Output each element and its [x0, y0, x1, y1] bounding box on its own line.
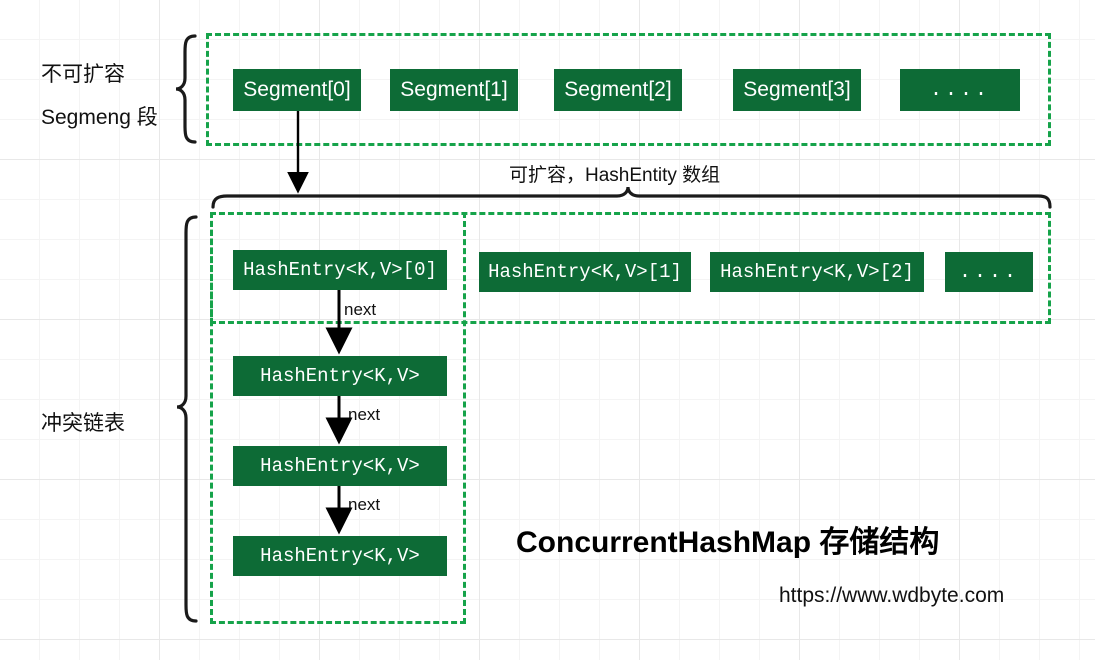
segment-region-dashed-box: [206, 33, 1051, 146]
brace-hashentity-array: [211, 186, 1052, 209]
chain-column-right-dashed-line: [463, 212, 466, 624]
segment-box-2-label: Segment[2]: [564, 78, 672, 101]
label-non-expandable-line1: 不可扩容: [41, 63, 125, 86]
brace-segment-region: [175, 34, 197, 144]
next-label-0: next: [344, 300, 377, 319]
hashentry-array-box-2-label: HashEntry<K,V>[2]: [720, 261, 914, 283]
label-non-expandable-line2: Segmeng 段: [41, 106, 158, 129]
chain-column-bottom-dashed-line: [210, 621, 466, 624]
chain-node-1-label: HashEntry<K,V>: [260, 455, 420, 477]
hashentry-array-box-0-label: HashEntry<K,V>[0]: [243, 259, 437, 281]
chain-node-2-label: HashEntry<K,V>: [260, 545, 420, 567]
segment-box-ellipsis-label: ....: [929, 78, 990, 102]
next-label-1: next: [348, 405, 381, 424]
next-label-2: next: [348, 495, 381, 514]
chain-node-0[interactable]: HashEntry<K,V>: [233, 356, 447, 396]
segment-box-0[interactable]: Segment[0]: [233, 69, 361, 111]
hashentry-array-box-ellipsis[interactable]: ....: [945, 252, 1033, 292]
chain-node-2[interactable]: HashEntry<K,V>: [233, 536, 447, 576]
hashentry-array-box-ellipsis-label: ....: [958, 260, 1019, 284]
segment-box-3-label: Segment[3]: [743, 78, 851, 101]
chain-node-1[interactable]: HashEntry<K,V>: [233, 446, 447, 486]
chain-node-0-label: HashEntry<K,V>: [260, 365, 420, 387]
segment-box-3[interactable]: Segment[3]: [733, 69, 861, 111]
page-title: ConcurrentHashMap 存储结构: [516, 526, 940, 559]
hashentry-array-box-1-label: HashEntry<K,V>[1]: [488, 261, 682, 283]
hashentry-array-box-2[interactable]: HashEntry<K,V>[2]: [710, 252, 924, 292]
segment-box-2[interactable]: Segment[2]: [554, 69, 682, 111]
source-url: https://www.wdbyte.com: [779, 584, 1005, 607]
segment-box-ellipsis[interactable]: ....: [900, 69, 1020, 111]
hashentry-array-box-0[interactable]: HashEntry<K,V>[0]: [233, 250, 447, 290]
label-collision-chain: 冲突链表: [41, 412, 125, 435]
chain-column-left-dashed-line: [210, 212, 213, 624]
label-expandable-hashentity-array: 可扩容，HashEntity 数组: [509, 165, 721, 186]
segment-box-0-label: Segment[0]: [243, 78, 351, 101]
segment-box-1-label: Segment[1]: [400, 78, 508, 101]
hashentry-array-box-1[interactable]: HashEntry<K,V>[1]: [479, 252, 691, 292]
brace-collision-chain: [176, 215, 198, 623]
segment-box-1[interactable]: Segment[1]: [390, 69, 518, 111]
